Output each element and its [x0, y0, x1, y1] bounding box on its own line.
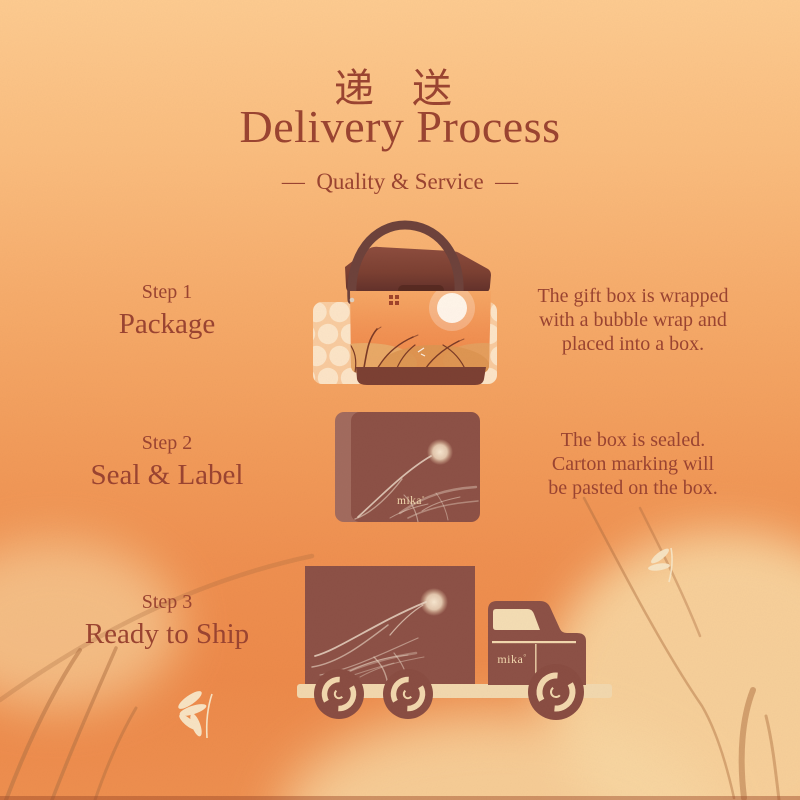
step-2-number: Step 2 [141, 432, 193, 454]
step-3-title: Ready to Ship [84, 618, 250, 650]
truck-wheel [383, 669, 433, 719]
step-1-description: The gift box is wrapped with a bubble wr… [537, 285, 729, 355]
dragonfly-icon [178, 691, 213, 739]
step-3-label: Step 3 Ready to Ship [37, 590, 297, 652]
truck-wheel [528, 664, 584, 720]
bottom-edge [0, 796, 800, 800]
subtitle: — Quality & Service — [281, 169, 519, 194]
truck-cargo-box [305, 566, 475, 685]
truck-illustration: mika° [297, 566, 612, 720]
brand-logo: mika° [497, 652, 526, 666]
handle-pin [349, 297, 355, 303]
step-3-number: Step 3 [141, 591, 193, 613]
step-2-label: Step 2 Seal & Label [37, 431, 297, 493]
step-1-label: Step 1 Package [37, 280, 297, 342]
page-title: Delivery Process [239, 101, 561, 152]
gift-box-base [356, 367, 486, 385]
step-1-number: Step 1 [141, 281, 193, 303]
cab-trim-line [492, 641, 576, 644]
step-2-title: Seal & Label [90, 459, 244, 491]
sealed-box-illustration: mika° [335, 412, 480, 522]
truck-window [493, 609, 540, 630]
brand-logo: mika° [397, 495, 425, 507]
gift-box-illustration [313, 220, 497, 385]
step-2-description: The box is sealed. Carton marking will b… [548, 429, 718, 499]
step-1-title: Package [118, 308, 216, 340]
truck-wheel [314, 669, 364, 719]
